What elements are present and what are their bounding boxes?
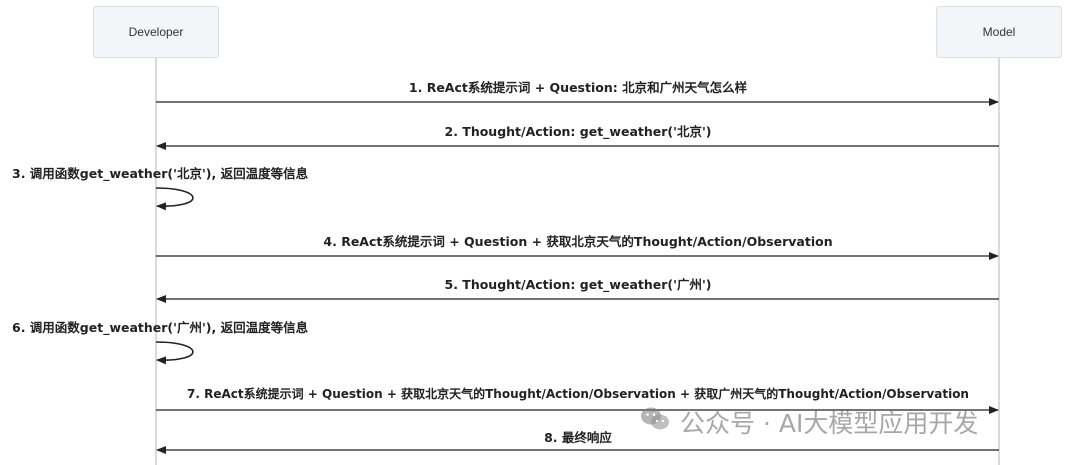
message-label-4: 4. ReAct系统提示词 + Question + 获取北京天气的Though… — [323, 234, 833, 249]
message-label-7: 7. ReAct系统提示词 + Question + 获取北京天气的Though… — [187, 387, 969, 401]
message-label-5: 5. Thought/Action: get_weather('广州') — [444, 277, 712, 292]
wechat-icon — [640, 406, 670, 438]
actor-developer: Developer — [93, 6, 219, 58]
self-loop-arrow-6 — [155, 341, 194, 365]
actor-model: Model — [936, 6, 1062, 58]
message-label-8: 8. 最终响应 — [544, 430, 612, 445]
actor-developer-label: Developer — [128, 25, 184, 39]
self-loop-arrow-3 — [155, 187, 194, 211]
actor-model-label: Model — [982, 25, 1016, 39]
message-label-6: 6. 调用函数get_weather('广州'), 返回温度等信息 — [12, 320, 309, 335]
message-label-3: 3. 调用函数get_weather('北京'), 返回温度等信息 — [12, 166, 309, 181]
message-label-2: 2. Thought/Action: get_weather('北京') — [444, 124, 712, 139]
watermark: 公众号 · AI大模型应用开发 — [640, 404, 978, 440]
message-label-1: 1. ReAct系统提示词 + Question: 北京和广州天气怎么样 — [408, 80, 748, 95]
watermark-text: 公众号 · AI大模型应用开发 — [680, 409, 979, 438]
